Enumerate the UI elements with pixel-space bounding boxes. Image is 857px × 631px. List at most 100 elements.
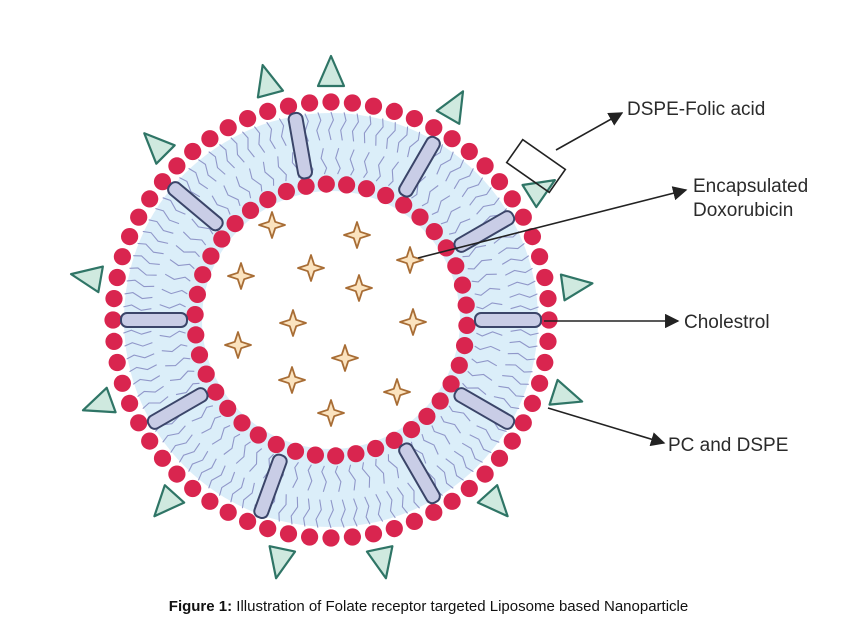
lipid-head-outer (443, 492, 461, 510)
lipid-head-inner (190, 346, 209, 364)
inner-lipid-tail (467, 259, 493, 270)
lipid-head-inner (187, 326, 205, 344)
outer-lipid-tail (476, 197, 500, 215)
inner-lipid-heads (186, 175, 476, 465)
lipid-head-inner (457, 296, 475, 314)
lipid-head-outer (364, 525, 383, 543)
lipid-head-outer (539, 290, 557, 308)
lipid-head-outer (405, 110, 423, 128)
outer-lipid-heads (104, 93, 558, 547)
outer-lipid-tail (278, 118, 287, 146)
cholesterol-molecule (287, 111, 313, 180)
cholesterol-molecule (167, 181, 224, 232)
outer-lipid-tail (162, 197, 186, 215)
outer-lipid-tail (493, 396, 520, 410)
outer-lipid-tail (375, 494, 384, 522)
inner-lipid-tail (474, 345, 501, 352)
doxorubicin-star-icon (278, 366, 306, 394)
lipid-head-inner (202, 247, 220, 265)
inner-lipid-tail (191, 218, 214, 235)
lipid-head-inner (207, 383, 225, 401)
outer-lipid-tail (476, 425, 500, 443)
outer-lipid-tail (230, 477, 245, 503)
lipid-head-outer (113, 248, 131, 266)
outer-lipid-tail (170, 434, 193, 453)
outer-lipid-tail (510, 305, 539, 311)
folate-ligand-icon (316, 54, 346, 88)
inner-lipid-tail (421, 185, 439, 207)
inner-lipid-tail (462, 382, 487, 396)
outer-lipid-tail (445, 458, 464, 481)
inner-lipid-tail (277, 156, 287, 182)
lipid-head-inner (226, 215, 244, 233)
folate-ligand-icon (143, 132, 176, 165)
outer-lipid-tail (386, 122, 396, 149)
lipid-head-inner (442, 375, 460, 393)
inner-lipid-tail (421, 433, 439, 455)
inner-lipid-tail (235, 441, 251, 464)
outer-lipid-tail (198, 159, 217, 182)
inner-lipid-tail (262, 161, 275, 186)
lipid-head-inner (447, 257, 465, 275)
inner-lipid-tail (462, 244, 487, 258)
lipid-head-inner (458, 316, 476, 334)
outer-lipid-tail (493, 230, 520, 244)
outer-lipid-tail (162, 425, 186, 443)
lipid-head-outer (503, 432, 521, 450)
outer-lipid-tail (328, 499, 334, 529)
lipid-head-inner (219, 399, 237, 417)
lipid-head-inner (317, 175, 335, 193)
inner-lipid-tail (334, 465, 342, 492)
folate-ligand-icon (476, 484, 509, 518)
lipid-head-outer (540, 311, 558, 329)
folate-ligand-icon (256, 63, 285, 99)
outer-lipid-tail (469, 434, 492, 454)
figure-caption: Figure 1: Illustration of Folate recepto… (0, 598, 857, 615)
inner-lipid-tail (169, 259, 195, 270)
cholesterol-molecule (146, 387, 209, 430)
outer-lipid-tail (188, 450, 209, 472)
lipid-head-outer (523, 394, 542, 412)
outer-lipid-tail (507, 352, 536, 361)
doxorubicin-star-icon (317, 399, 345, 427)
folate-ligand-icon (268, 545, 297, 580)
folate-ligand-icon (559, 273, 594, 302)
highlight-box (505, 138, 567, 194)
lipid-head-inner (456, 337, 474, 355)
lipid-tails (122, 111, 540, 529)
inner-lipid-tail (361, 462, 371, 488)
inner-lipid-tail (165, 357, 191, 367)
outer-lipid-tail (375, 118, 384, 146)
lipid-head-outer (153, 449, 172, 467)
arrow-dspe-folic (555, 112, 624, 151)
caption-text: Illustration of Folate receptor targeted… (232, 598, 689, 615)
outer-lipid-tail (340, 499, 346, 528)
inner-lipid-tail (223, 185, 241, 207)
label-dspe-folic-acid: DSPE-Folic acid (627, 99, 765, 120)
arrow-doxorubicin (417, 186, 688, 259)
lipid-head-outer (460, 479, 478, 498)
folate-ligand-icon (69, 265, 104, 294)
lipid-head-outer (121, 394, 139, 412)
inner-lipid-tail (363, 152, 370, 179)
inner-lipid-tail (161, 344, 188, 353)
lipid-head-inner (425, 223, 443, 241)
folate-ligand-icon (521, 179, 556, 209)
outer-lipid-tail (132, 375, 161, 385)
outer-lipid-tail (386, 490, 396, 519)
folate-ligand-icon (548, 378, 584, 406)
lipid-head-outer (514, 414, 532, 432)
label-pc-dspe: PC and DSPE (668, 435, 788, 456)
lipid-head-outer (443, 130, 461, 148)
inner-lipid-tail (411, 176, 427, 199)
lipid-head-inner (233, 414, 251, 432)
inner-lipid-tail (292, 461, 299, 488)
inner-lipid-tail (161, 288, 188, 295)
cholesterol-molecule (398, 135, 441, 198)
inner-lipid-tail (471, 358, 498, 367)
outer-lipid-tail (133, 255, 160, 265)
lipid-head-outer (105, 290, 123, 308)
inner-lipid-tail (175, 382, 200, 396)
lipid-head-outer (425, 503, 443, 521)
